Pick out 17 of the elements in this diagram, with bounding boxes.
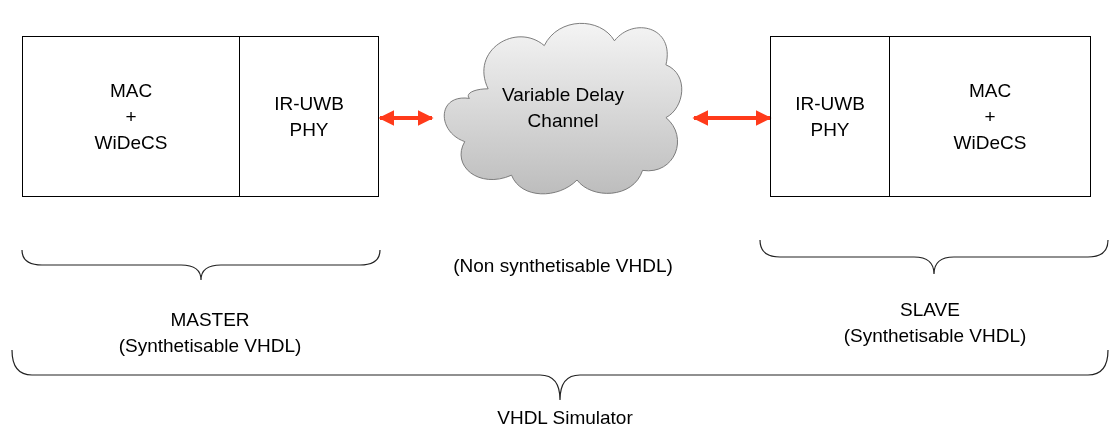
component-box <box>239 36 379 197</box>
component-box <box>22 36 240 197</box>
node-label: MAC + WiDeCS <box>93 78 169 155</box>
node-label: MAC + WiDeCS <box>952 78 1028 155</box>
caption-text: MASTER <box>169 308 251 332</box>
double-arrow <box>378 110 434 126</box>
caption-text: (Synthetisable VHDL) <box>117 334 303 358</box>
component-box <box>889 36 1091 197</box>
node-label: Variable Delay Channel <box>500 83 626 133</box>
caption-text: VHDL Simulator <box>496 406 634 430</box>
caption-text: SLAVE <box>899 298 961 322</box>
component-box <box>770 36 890 197</box>
note-text: (Non synthetisable VHDL) <box>452 254 674 278</box>
node-label: IR-UWB PHY <box>794 91 866 142</box>
node-label: IR-UWB PHY <box>273 91 345 142</box>
double-arrow <box>692 110 772 126</box>
caption-text: (Synthetisable VHDL) <box>842 324 1028 348</box>
